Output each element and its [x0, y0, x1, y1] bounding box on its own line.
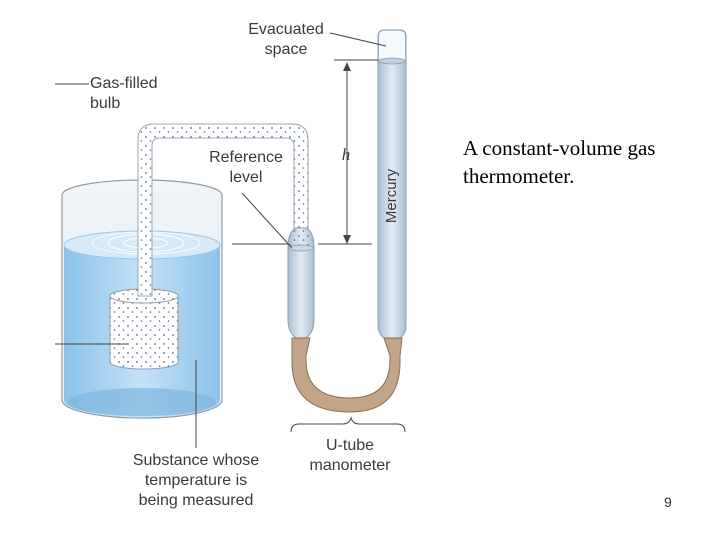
reference-level-label: Reference level [209, 149, 283, 186]
mercury-label: Mercury [383, 168, 400, 224]
u-tube-manometer-label: U-tube manometer [309, 437, 391, 474]
leader-lines [55, 32, 406, 448]
substance-label: Substance whose temperature is being mea… [132, 452, 260, 509]
gas-filled-bulb-label: Gas-filled bulb [90, 75, 158, 112]
mercury-column [377, 29, 407, 341]
slide-caption: A constant-volume gas thermometer. [463, 136, 656, 188]
u-tube-rubber [291, 337, 403, 413]
gas-filled-bulb [109, 288, 179, 370]
h-label: h [341, 145, 351, 164]
page-number: 9 [664, 494, 672, 510]
left-manometer-column [287, 227, 315, 339]
h-arrowheads [343, 62, 351, 244]
evacuated-space-label: Evacuated space [248, 21, 324, 58]
